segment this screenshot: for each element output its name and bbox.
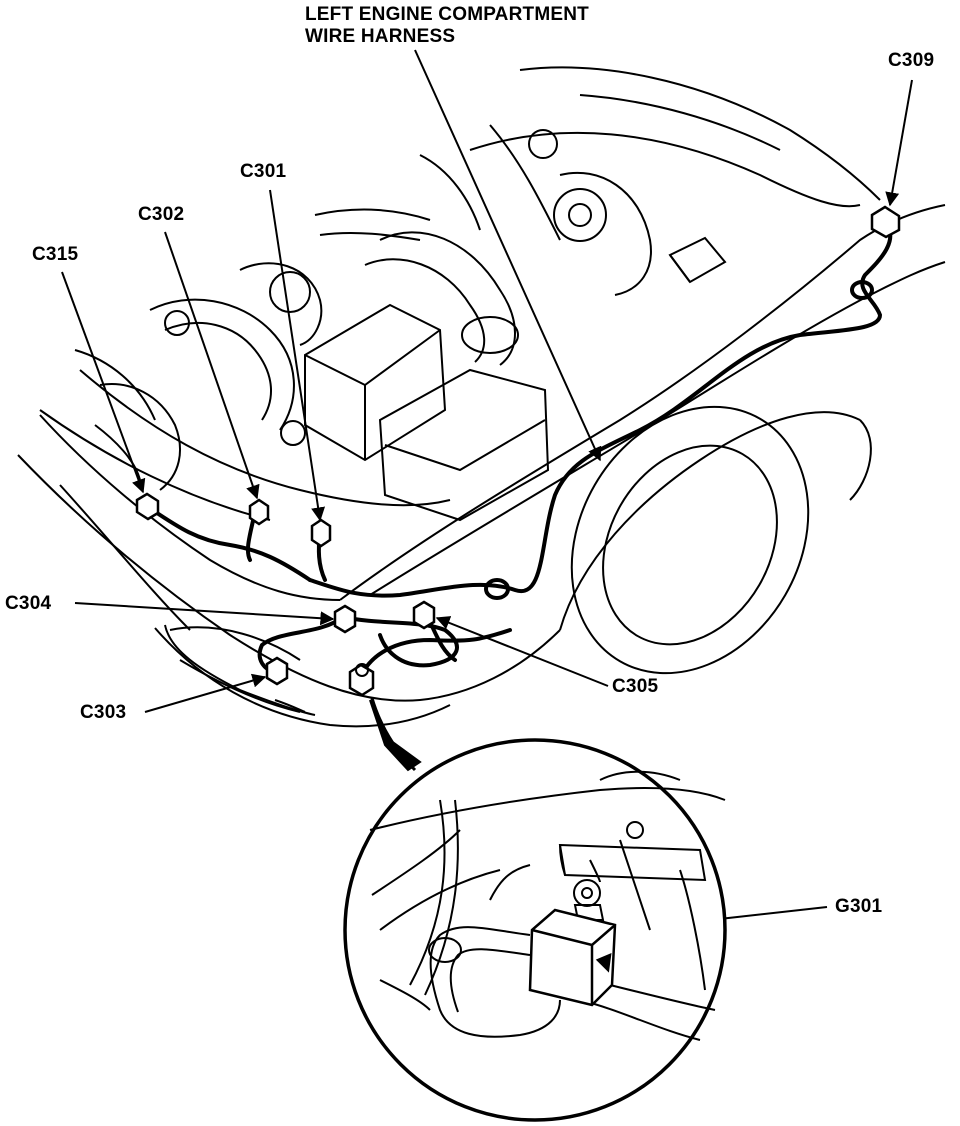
- connector-c309: [870, 205, 901, 239]
- connector-c304: [333, 604, 357, 634]
- label-g301: G301: [835, 896, 883, 917]
- engine-components: [39, 124, 727, 522]
- connector-c305: [412, 600, 436, 630]
- label-c302: C302: [138, 204, 185, 225]
- leader-c304: [74, 602, 335, 626]
- connector-c315: [135, 492, 160, 521]
- harness-title-line2: WIRE HARNESS: [305, 26, 456, 47]
- car-body: [17, 66, 946, 728]
- connector-g301-small: [348, 663, 375, 697]
- label-c305: C305: [612, 676, 659, 697]
- leader-c301: [269, 189, 326, 522]
- g301-bolt: [355, 663, 369, 677]
- leader-c303: [144, 673, 267, 713]
- leader-c305: [435, 616, 609, 687]
- label-c303: C303: [80, 702, 127, 723]
- leader-c309: [885, 79, 913, 207]
- label-c304: C304: [5, 593, 52, 614]
- leader-harness: [414, 49, 602, 462]
- connector-c301: [310, 518, 332, 548]
- connector-c302: [248, 498, 270, 526]
- harness-title: LEFT ENGINE COMPARTMENT WIRE HARNESS: [305, 4, 589, 48]
- label-c301: C301: [240, 161, 287, 182]
- harness-wires: [143, 220, 893, 680]
- label-c309: C309: [888, 50, 935, 71]
- harness-title-line1: LEFT ENGINE COMPARTMENT: [305, 4, 589, 25]
- label-c315: C315: [32, 244, 79, 265]
- leader-c315: [61, 271, 146, 494]
- detail-circle: [343, 738, 727, 1122]
- leader-c302: [164, 231, 260, 500]
- connector-c303: [265, 656, 289, 686]
